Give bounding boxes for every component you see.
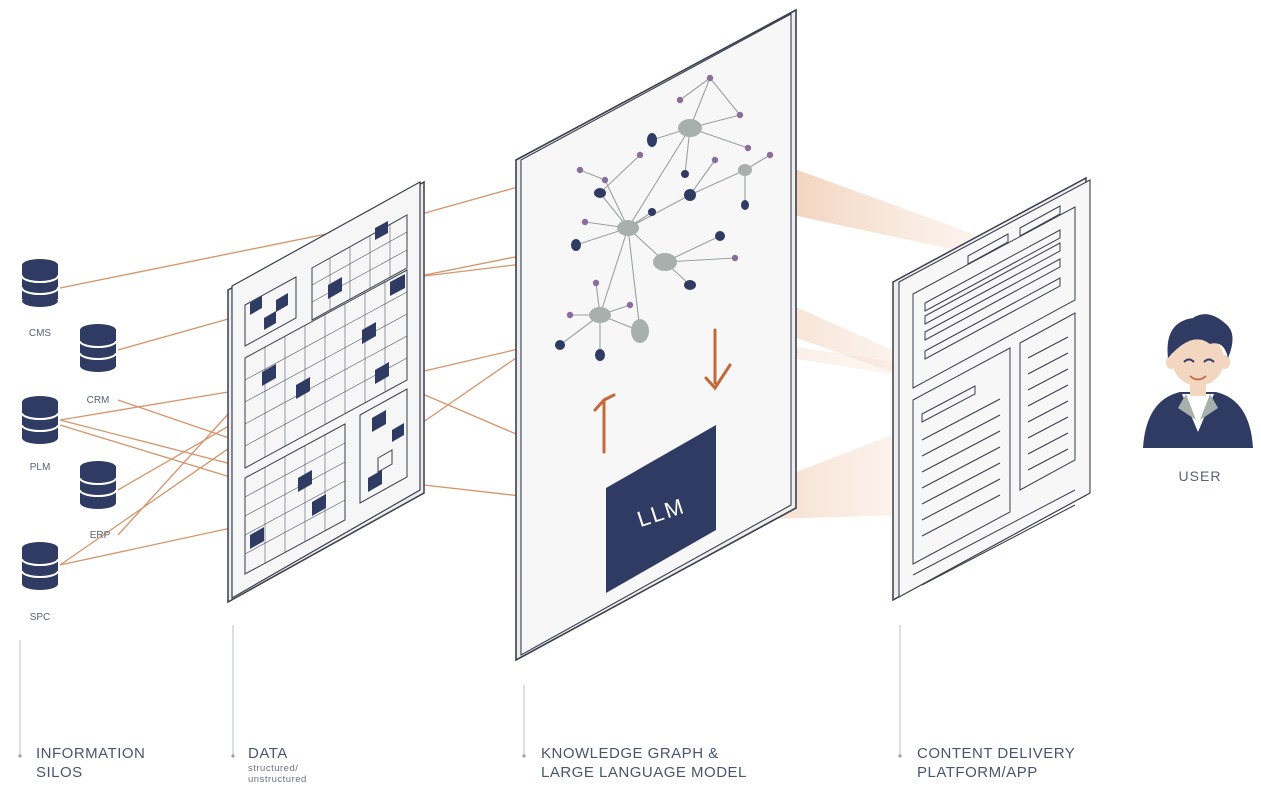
silo-label-cms: CMS (29, 328, 52, 339)
graph-node (741, 200, 749, 210)
kg-line2: LARGE LANGUAGE MODEL (541, 764, 747, 781)
silo-label-plm: PLM (30, 462, 51, 473)
graph-node (595, 349, 605, 361)
flow-arrows (593, 328, 732, 454)
graph-node-hub (653, 253, 677, 271)
graph-node (647, 133, 657, 147)
graph-nodes (555, 74, 774, 361)
graph-node-hub (631, 319, 649, 343)
data-title: DATA (248, 745, 288, 762)
delivery-line2: PLATFORM/APP (917, 764, 1038, 781)
label-leaders (18, 625, 902, 758)
graph-node-hub (678, 119, 702, 137)
database-icon (21, 259, 59, 307)
graph-node (715, 231, 725, 241)
llm-box: LLM (606, 425, 716, 593)
graph-node (555, 340, 565, 350)
graph-node (594, 188, 606, 198)
information-silos (21, 259, 117, 590)
silo-label-erp: ERP (90, 530, 111, 541)
silos-line1: INFORMATION (36, 745, 146, 762)
database-icon (79, 461, 117, 509)
arrow-down-icon (704, 328, 732, 391)
database-icon (79, 324, 117, 372)
delivery-line1: CONTENT DELIVERY (917, 745, 1076, 762)
label-content-delivery: CONTENT DELIVERY PLATFORM/APP (917, 744, 1075, 782)
data-sub2: unstructured (248, 774, 307, 785)
database-icon (21, 542, 59, 590)
user-avatar (1143, 314, 1253, 448)
graph-node-hub (589, 307, 611, 323)
data-panel (227, 180, 425, 604)
label-data: DATA structured/ unstructured (248, 744, 307, 785)
user-label: USER (1179, 468, 1222, 484)
silos-line2: SILOS (36, 764, 83, 781)
silo-label-spc: SPC (30, 612, 51, 623)
silo-label-crm: CRM (87, 395, 110, 406)
data-sub1: structured/ (248, 763, 299, 774)
database-icon (21, 396, 59, 444)
graph-node-hub (617, 220, 639, 236)
label-knowledge-graph: KNOWLEDGE GRAPH & LARGE LANGUAGE MODEL (541, 744, 747, 782)
graph-node (681, 170, 689, 178)
graph-node (648, 208, 656, 216)
graph-node (684, 280, 696, 290)
silo-labels: CMS CRM PLM ERP SPC (29, 328, 111, 623)
graph-node-hub (738, 164, 752, 176)
graph-node (684, 189, 696, 201)
label-information-silos: INFORMATION SILOS (36, 744, 145, 782)
arrow-up-icon (593, 393, 616, 454)
content-delivery-panel (892, 176, 1091, 602)
kg-line1: KNOWLEDGE GRAPH & (541, 745, 719, 762)
graph-node (571, 239, 581, 251)
